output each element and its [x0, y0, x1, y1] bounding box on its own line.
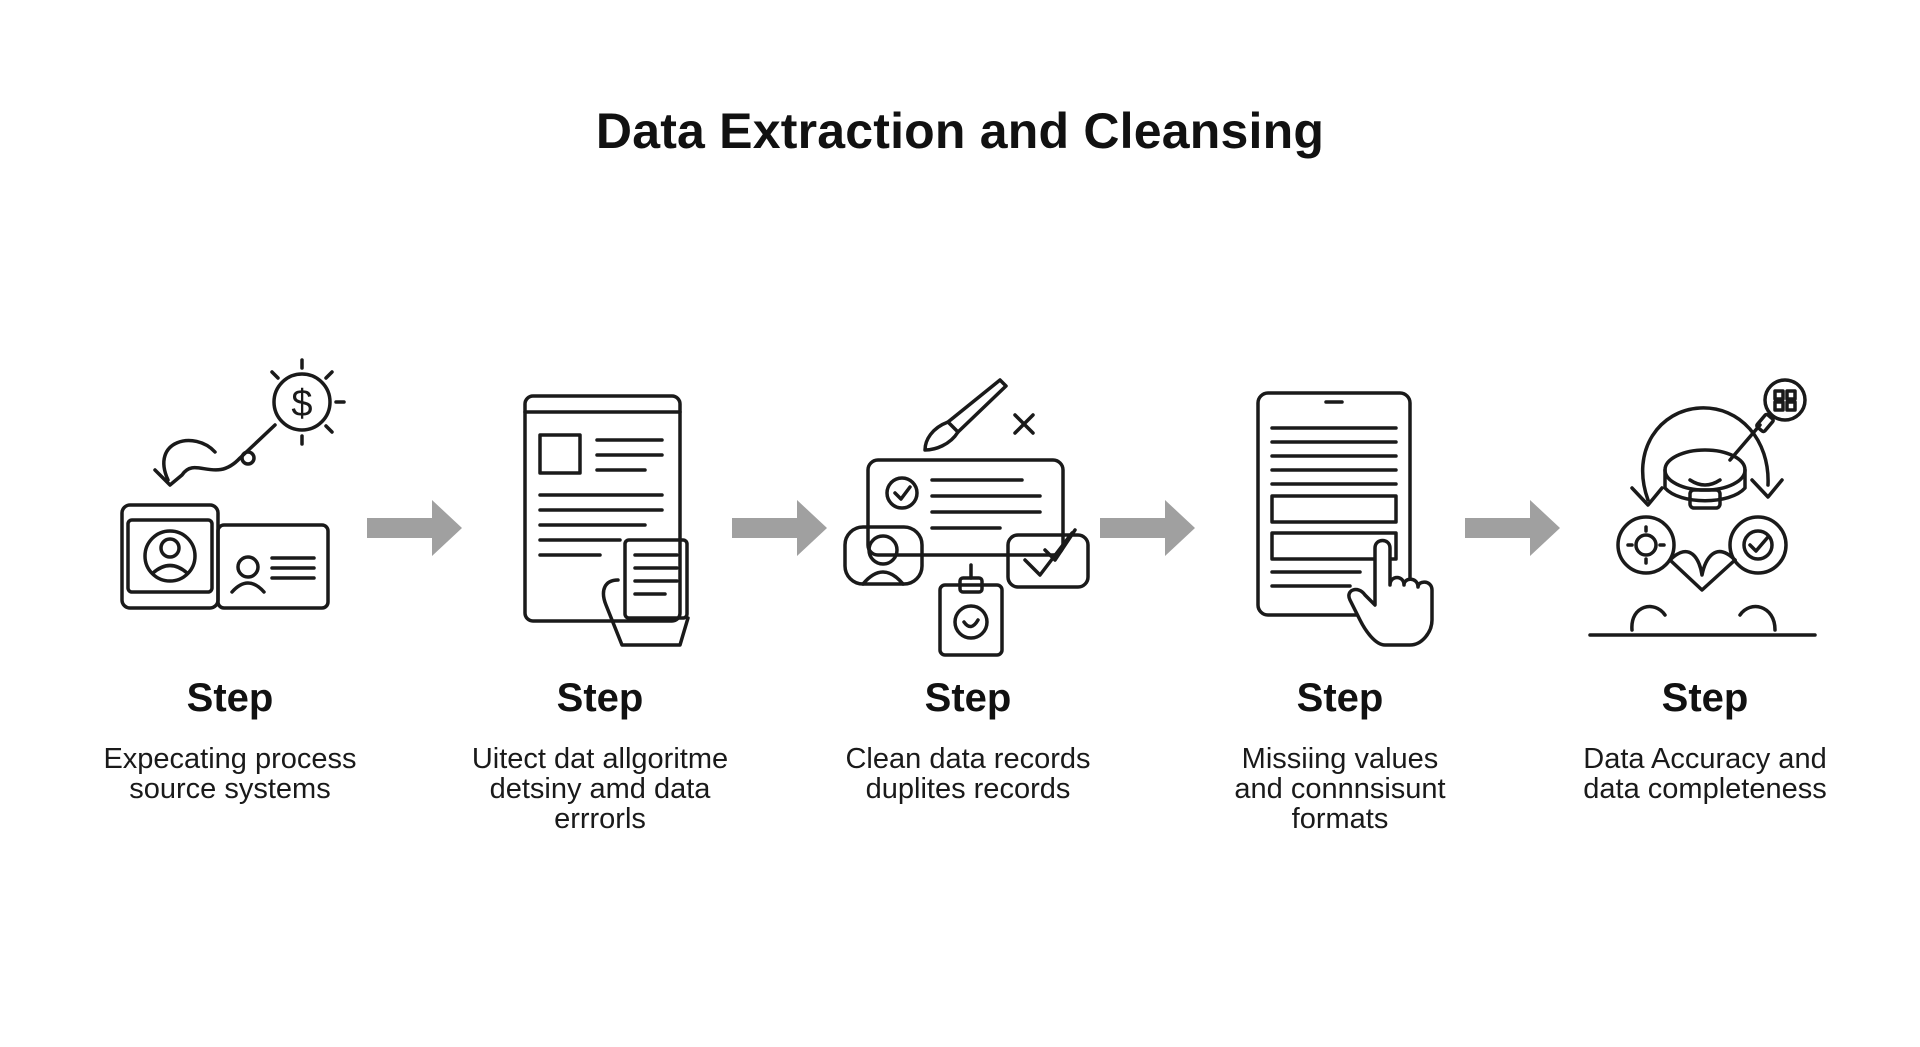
step-1: Step Expecating process source systems [60, 672, 400, 804]
step-4-desc-line: and connnsisunt [1234, 773, 1446, 805]
step-2-desc-line: Uitect dat allgoritme [471, 743, 729, 775]
document-handheld-icon [523, 394, 690, 647]
step-2-description: Uitect dat allgoritme detsiny amd data e… [430, 744, 770, 834]
step-1-description: Expecating process source systems [60, 744, 400, 804]
tablet-touch-icon [1256, 391, 1434, 647]
step-4-description: Missiing values and connnsisunt formats [1170, 744, 1510, 834]
step-4-desc-line: Missiing values [1241, 743, 1439, 775]
arrow-right-icon [1100, 500, 1195, 556]
step-5: Step Data Accuracy and data completeness [1535, 672, 1875, 804]
step-2: Step Uitect dat allgoritme detsiny amd d… [430, 672, 770, 834]
step-3-description: Clean data records duplites records [798, 744, 1138, 804]
step-2-title: Step [556, 676, 644, 720]
step-5-desc-line: Data Accuracy and [1583, 743, 1827, 775]
step-2-desc-line: detsiny amd data [489, 773, 711, 805]
diagram-title: Data Extraction and Cleansing [595, 103, 1325, 159]
accuracy-cycle-icon [1588, 378, 1817, 637]
arrow-right-icon [367, 500, 462, 556]
step-5-desc-line: data completeness [1583, 773, 1827, 805]
step-3: Step Clean data records duplites records [798, 672, 1138, 804]
step-4: Step Missiing values and connnsisunt for… [1170, 672, 1510, 834]
step-4-desc-line: formats [1291, 803, 1389, 835]
step-1-desc-line: source systems [129, 773, 331, 805]
id-card-money-icon: $ [120, 358, 346, 610]
step-4-title: Step [1296, 676, 1384, 720]
step-2-desc-line: errrorls [554, 803, 646, 835]
svg-text:$: $ [291, 383, 312, 425]
step-3-title: Step [924, 676, 1012, 720]
step-1-desc-line: Expecating process [103, 743, 357, 775]
step-5-description: Data Accuracy and data completeness [1535, 744, 1875, 804]
arrow-right-icon [732, 500, 827, 556]
step-5-title: Step [1661, 676, 1749, 720]
step-3-desc-line: duplites records [865, 773, 1071, 805]
step-1-title: Step [186, 676, 274, 720]
clean-records-icon [843, 378, 1090, 657]
step-3-desc-line: Clean data records [845, 743, 1091, 775]
arrow-right-icon [1465, 500, 1560, 556]
icons-canvas: $ [120, 358, 1817, 657]
